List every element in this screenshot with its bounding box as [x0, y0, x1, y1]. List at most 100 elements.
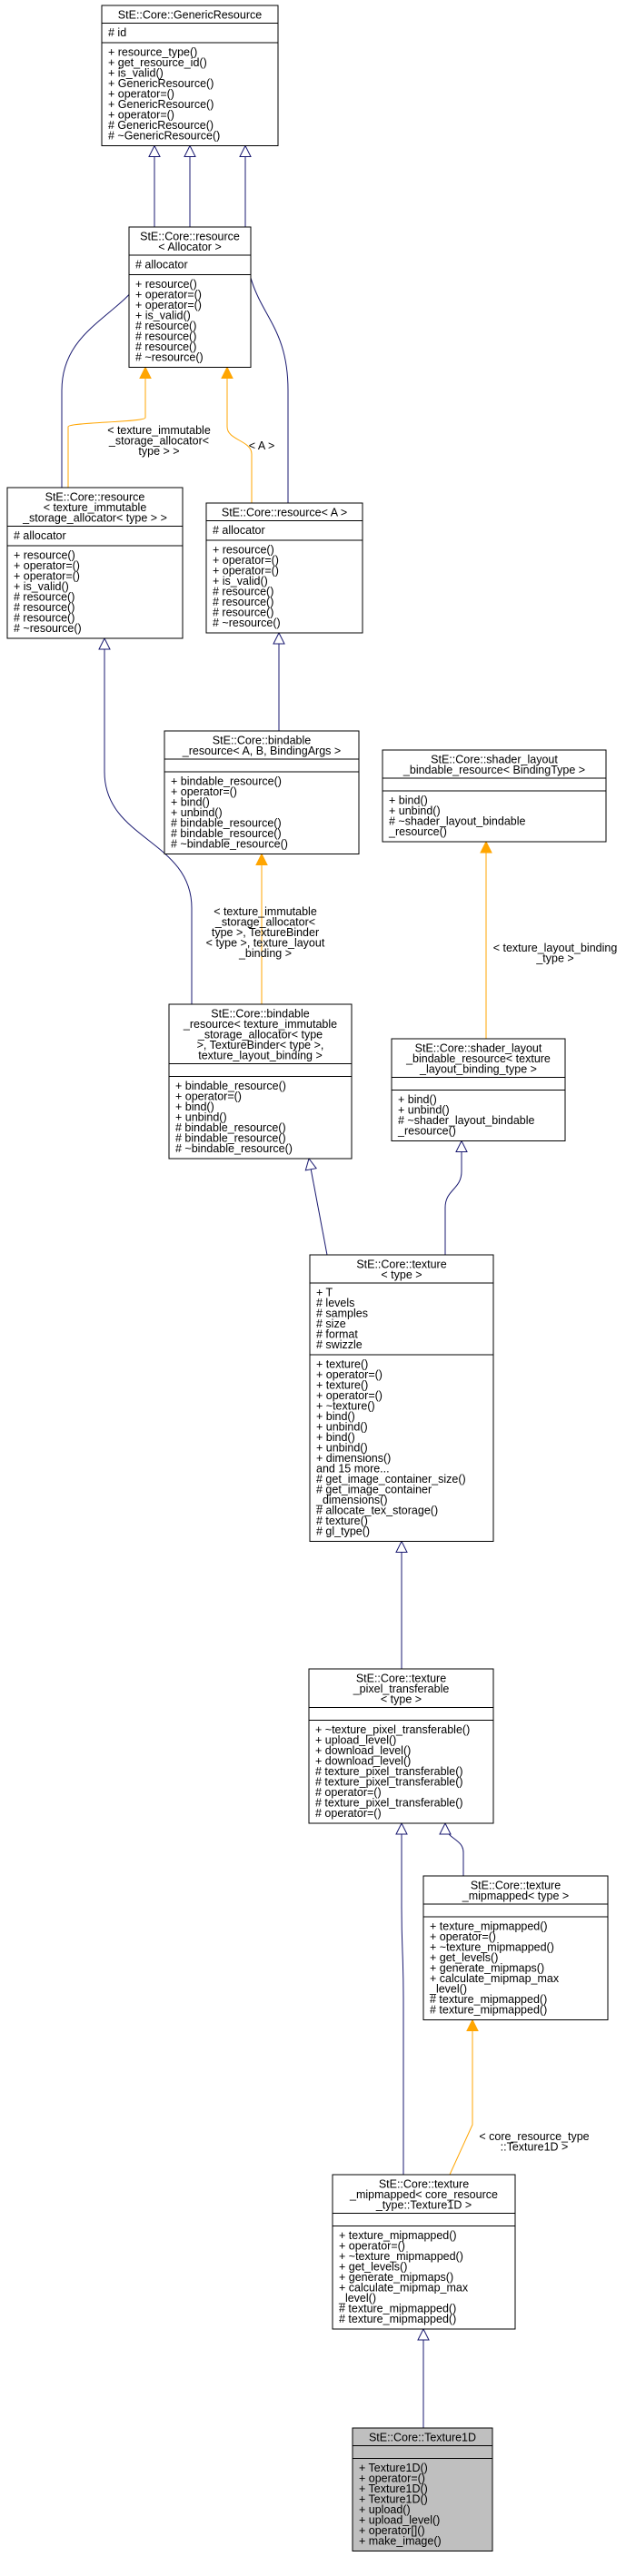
class-method: + Texture1D()	[359, 2482, 428, 2495]
class-method: + ~texture_mipmapped()	[430, 1941, 554, 1954]
class-method: + operator=()	[135, 289, 202, 301]
edge-label-line: _type >	[535, 952, 573, 965]
class-method: + operator=()	[213, 565, 279, 577]
class-node-texture-mipmapped-type[interactable]: StE::Core::texture_mipmapped< type >+ te…	[422, 1875, 609, 2020]
class-method: + unbind()	[316, 1421, 368, 1434]
class-box	[6, 487, 184, 639]
class-node-texture-mipmapped-1d[interactable]: StE::Core::texture_mipmapped< core_resou…	[332, 2174, 516, 2330]
class-node-resource-a[interactable]: StE::Core::resource< A ># allocator+ res…	[205, 502, 363, 634]
class-method: + bind()	[398, 1093, 437, 1106]
class-method: + is_valid()	[108, 67, 164, 80]
class-node-generic-resource[interactable]: StE::Core::GenericResource# id+ resource…	[101, 5, 279, 146]
edge-resource-a-to-resource-allocator	[227, 368, 253, 503]
class-box	[308, 1668, 494, 1824]
class-title-line: _resource< A, B, BindingArgs >	[182, 745, 341, 757]
class-node-bindable-resource-generic[interactable]: StE::Core::bindable_resource< A, B, Bind…	[164, 730, 360, 854]
class-method: + GenericResource()	[108, 77, 214, 90]
class-attribute: # size	[316, 1318, 346, 1330]
class-node-texture1d[interactable]: StE::Core::Texture1D+ Texture1D()+ opera…	[352, 2427, 493, 2551]
class-method: # ~bindable_resource()	[171, 838, 288, 851]
class-method: and 15 more...	[316, 1463, 390, 1476]
class-method: + calculate_mipmap_max	[339, 2282, 469, 2295]
class-box	[205, 502, 363, 634]
class-node-resource-tex-immutable[interactable]: StE::Core::resource< texture_immutable_s…	[6, 487, 184, 639]
class-method: + ~texture_mipmapped()	[339, 2250, 463, 2263]
class-title-line: StE::Core::texture	[356, 1258, 446, 1271]
class-title-line: StE::Core::resource< A >	[222, 507, 347, 519]
class-box	[422, 1875, 609, 2020]
class-method: # GenericResource()	[108, 119, 214, 132]
class-method: + upload_level()	[359, 2514, 440, 2527]
class-method: + bind()	[316, 1431, 355, 1444]
class-method: # bindable_resource()	[175, 1121, 286, 1134]
edge-bindable-tex-to-resource-tex-immutable	[104, 638, 193, 1004]
edge-label-line: _storage_allocator<	[214, 916, 315, 929]
class-method: + is_valid()	[135, 310, 191, 322]
class-method: _level()	[429, 1983, 467, 1996]
class-method: + calculate_mipmap_max	[430, 1972, 560, 1985]
class-box	[164, 730, 360, 854]
class-method: + bind()	[171, 796, 210, 809]
class-method: + make_image()	[359, 2535, 442, 2548]
class-method: + GenericResource()	[108, 98, 214, 111]
class-method: + unbind()	[175, 1111, 227, 1124]
class-method: # resource()	[14, 591, 75, 604]
class-title-line: _storage_allocator< type	[197, 1029, 323, 1041]
class-method: + operator[]()	[359, 2524, 425, 2537]
class-method: + dimensions()	[316, 1452, 391, 1465]
class-method: # resource()	[135, 331, 196, 343]
class-box	[309, 1254, 494, 1542]
diagram-edges	[61, 146, 486, 2428]
class-node-texture-pixel-transferable[interactable]: StE::Core::texture_pixel_transferable< t…	[308, 1668, 494, 1824]
class-method: # allocate_tex_storage()	[316, 1505, 438, 1517]
class-box	[352, 2427, 493, 2551]
class-title-line: < texture_immutable	[44, 501, 147, 514]
class-title-line: StE::Core::texture	[356, 1673, 446, 1685]
class-title-line: _bindable_resource< texture	[405, 1052, 551, 1065]
class-method: # texture()	[316, 1515, 368, 1527]
class-title-line: _pixel_transferable	[353, 1683, 450, 1695]
class-attribute: # id	[108, 26, 126, 39]
class-title-line: _storage_allocator< type > >	[22, 512, 167, 525]
class-box	[101, 5, 279, 146]
class-method: + generate_mipmaps()	[430, 1962, 544, 1975]
class-title-line: StE::Core::texture	[379, 2178, 469, 2191]
class-method: + get_levels()	[339, 2261, 407, 2274]
class-method: + download_level()	[315, 1755, 411, 1768]
class-title-line: < type >	[381, 1693, 422, 1706]
class-method: + ~texture_pixel_transferable()	[315, 1723, 470, 1736]
class-method: _level()	[338, 2292, 376, 2305]
class-method: + bind()	[175, 1100, 214, 1113]
class-method: + operator=()	[430, 1930, 496, 1943]
class-node-shader-layout-generic[interactable]: StE::Core::shader_layout_bindable_resour…	[382, 749, 607, 843]
class-box	[382, 749, 607, 843]
class-method: _resource()	[388, 825, 447, 838]
edge-label-line: ::Texture1D >	[501, 2141, 569, 2154]
class-node-resource-allocator[interactable]: StE::Core::resource< Allocator ># alloca…	[128, 226, 252, 368]
edge-label-lbl-core-resource-type: < core_resource_type::Texture1D >	[479, 2130, 589, 2154]
class-method: + Texture1D()	[359, 2493, 428, 2506]
class-method: # texture_pixel_transferable()	[315, 1765, 463, 1778]
class-method: # texture_pixel_transferable()	[315, 1776, 463, 1789]
class-node-bindable-resource-tex[interactable]: StE::Core::bindable_resource< texture_im…	[168, 1003, 353, 1160]
edge-label-lbl-tex-immutable-alloc: < texture_immutable_storage_allocator<ty…	[107, 424, 211, 458]
class-node-shader-layout-tex[interactable]: StE::Core::shader_layout_bindable_resour…	[391, 1038, 566, 1141]
class-method: + ~texture()	[316, 1400, 375, 1413]
class-method: + unbind()	[389, 804, 441, 817]
edge-mipmapped-1d-to-mipmapped-type	[449, 2020, 472, 2176]
class-node-texture-type[interactable]: StE::Core::texture< type >+ T# levels# s…	[309, 1254, 494, 1542]
class-title-line: StE::Core::bindable	[213, 735, 311, 747]
class-method: + operator=()	[171, 785, 237, 798]
class-method: + operator=()	[175, 1091, 242, 1103]
edge-label-lbl-bindable-args: < texture_immutable_storage_allocator<ty…	[206, 905, 325, 960]
class-method: + Texture1D()	[359, 2462, 428, 2474]
class-method: + operator=()	[339, 2240, 405, 2253]
class-method: + operator=()	[316, 1368, 383, 1381]
class-box	[168, 1003, 353, 1160]
class-method: # ~shader_layout_bindable	[389, 815, 526, 828]
class-method: # resource()	[213, 596, 273, 608]
class-method: + texture()	[316, 1358, 368, 1371]
class-method: + is_valid()	[14, 580, 69, 593]
class-method: + texture_mipmapped()	[339, 2229, 457, 2242]
